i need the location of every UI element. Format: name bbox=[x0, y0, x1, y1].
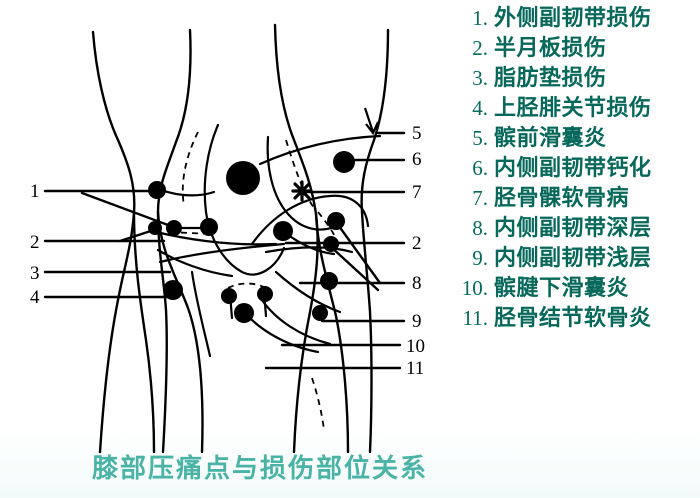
right-leader-lines bbox=[264, 131, 406, 370]
legend-label-1: 外侧副韧带损伤 bbox=[494, 6, 652, 31]
lateral-joint-point bbox=[166, 220, 182, 236]
legend-list: 1. 外侧副韧带损伤 2. 半月板损伤 3. 脂肪垫损伤 4. 上胫腓关节损伤 … bbox=[452, 4, 700, 334]
legend-item-8: 8. 内侧副韧带深层 bbox=[452, 214, 700, 244]
legend-number-9: 9. bbox=[472, 246, 488, 270]
legend-label-7: 胫骨髁软骨病 bbox=[494, 186, 630, 211]
legend-item-11: 11. 胫骨结节软骨炎 bbox=[452, 304, 700, 334]
left-leader-lines bbox=[43, 189, 178, 299]
legend-number-4: 4. bbox=[472, 96, 488, 120]
legend-label-9: 内侧副韧带浅层 bbox=[494, 246, 652, 271]
diagram-label-right-8: 8 bbox=[412, 273, 422, 294]
medial-lower-point bbox=[320, 272, 338, 290]
lateral-upper-point bbox=[148, 181, 166, 199]
legend-number-3: 3. bbox=[472, 66, 488, 90]
tibiofibular-point bbox=[163, 280, 183, 300]
legend-number-10: 10. bbox=[461, 276, 488, 300]
diagram-label-right-10: 10 bbox=[406, 336, 425, 357]
legend-number-1: 1. bbox=[472, 6, 488, 30]
legend-label-11: 胫骨结节软骨炎 bbox=[494, 306, 652, 331]
legend-item-9: 9. 内侧副韧带浅层 bbox=[452, 244, 700, 274]
label-numbers-left: 1 2 3 4 bbox=[30, 181, 40, 308]
diagram-label-right-5: 5 bbox=[412, 123, 422, 144]
diagram-label-left-3: 3 bbox=[30, 263, 40, 284]
diagram-label-left-4: 4 bbox=[30, 287, 40, 308]
lateral-mid-point bbox=[148, 221, 162, 235]
legend-item-4: 4. 上胫腓关节损伤 bbox=[452, 94, 700, 124]
diagram-label-right-2: 2 bbox=[412, 233, 422, 254]
legend-number-2: 2. bbox=[472, 36, 488, 60]
leg-outlines bbox=[91, 23, 390, 454]
figure-caption: 膝部压痛点与损伤部位关系 bbox=[91, 454, 428, 484]
legend-label-6: 内侧副韧带钙化 bbox=[494, 156, 652, 181]
diagram-label-left-1: 1 bbox=[30, 181, 40, 202]
infrapatellar-point bbox=[200, 218, 218, 236]
legend-item-6: 6. 内侧副韧带钙化 bbox=[452, 154, 700, 184]
legend-number-5: 5. bbox=[472, 126, 488, 150]
legend-label-4: 上胫腓关节损伤 bbox=[494, 96, 652, 121]
legend-item-5: 5. 髌前滑囊炎 bbox=[452, 124, 700, 154]
legend-number-6: 6. bbox=[472, 156, 488, 180]
legend-item-7: 7. 胫骨髁软骨病 bbox=[452, 184, 700, 214]
diagram-label-right-11: 11 bbox=[406, 358, 424, 379]
label-numbers-right: 5 6 7 2 8 9 10 11 bbox=[406, 123, 425, 379]
tender-point-dots bbox=[148, 151, 355, 323]
medial-deep-point bbox=[327, 212, 345, 230]
medial-upper-point bbox=[333, 151, 355, 173]
knee-anatomy-diagram: 1 2 3 4 5 6 7 2 8 9 10 11 bbox=[30, 23, 425, 454]
legend-label-8: 内侧副韧带深层 bbox=[494, 216, 652, 241]
right-knee-contours bbox=[228, 134, 382, 354]
diagram-label-right-6: 6 bbox=[412, 149, 422, 170]
cartilage-star-marker bbox=[291, 180, 313, 202]
legend-label-3: 脂肪垫损伤 bbox=[494, 66, 607, 91]
legend-label-2: 半月板损伤 bbox=[494, 36, 607, 61]
patella-arrow bbox=[363, 107, 380, 136]
patellar-tendon-right-point bbox=[257, 286, 273, 302]
medial-distal-point bbox=[312, 305, 328, 321]
patella-point bbox=[226, 161, 260, 195]
legend-item-1: 1. 外侧副韧带损伤 bbox=[452, 4, 700, 34]
legend-number-7: 7. bbox=[472, 186, 488, 210]
diagram-label-left-2: 2 bbox=[30, 232, 40, 253]
legend-number-11: 11. bbox=[462, 306, 488, 330]
legend-item-10: 10. 髌腱下滑囊炎 bbox=[452, 274, 700, 304]
legend-label-10: 髌腱下滑囊炎 bbox=[494, 276, 630, 301]
legend-item-2: 2. 半月板损伤 bbox=[452, 34, 700, 64]
legend-label-5: 髌前滑囊炎 bbox=[494, 126, 607, 151]
legend-number-8: 8. bbox=[472, 216, 488, 240]
diagram-label-right-7: 7 bbox=[412, 182, 422, 203]
left-knee-contours bbox=[150, 123, 286, 358]
diagram-label-right-9: 9 bbox=[412, 311, 422, 332]
medial-superficial-point bbox=[323, 236, 339, 252]
medial-joint-point bbox=[273, 221, 293, 241]
legend-item-3: 3. 脂肪垫损伤 bbox=[452, 64, 700, 94]
tibial-tubercle-point bbox=[234, 303, 254, 323]
patellar-tendon-left-point bbox=[221, 288, 237, 304]
